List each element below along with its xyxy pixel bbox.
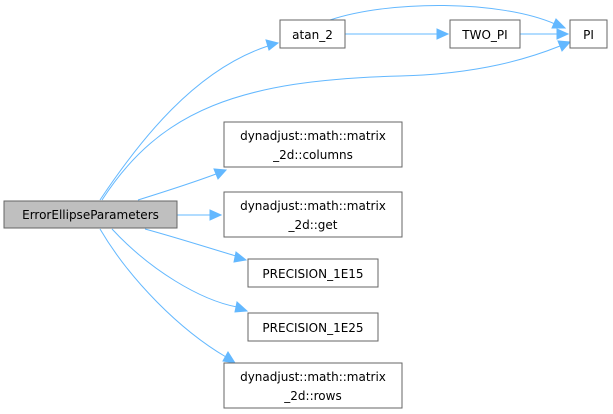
edge-root-to-atan2 bbox=[99, 39, 280, 201]
node-matrix-2d-get[interactable]: dynadjust::math::matrix _2d::get bbox=[223, 191, 403, 238]
node-matrix-2d-rows[interactable]: dynadjust::math::matrix _2d::rows bbox=[223, 362, 403, 409]
node-label-line-1: dynadjust::math::matrix bbox=[240, 199, 386, 213]
node-precision-1e15[interactable]: PRECISION_1E15 bbox=[247, 258, 379, 288]
node-label: PRECISION_1E15 bbox=[262, 267, 363, 281]
node-label-line-1: dynadjust::math::matrix bbox=[240, 370, 386, 384]
node-two-pi[interactable]: TWO_PI bbox=[449, 19, 521, 49]
node-label: atan_2 bbox=[292, 28, 333, 42]
node-label-line-1: dynadjust::math::matrix bbox=[240, 129, 386, 143]
node-label: PI bbox=[583, 28, 594, 42]
node-pi[interactable]: PI bbox=[569, 19, 608, 49]
node-precision-1e25[interactable]: PRECISION_1E25 bbox=[247, 312, 379, 342]
node-atan-2[interactable]: atan_2 bbox=[279, 19, 346, 49]
node-label-line-2: _2d::columns bbox=[272, 148, 353, 162]
node-matrix-2d-columns[interactable]: dynadjust::math::matrix _2d::columns bbox=[223, 121, 403, 168]
edge-root-to-prec25 bbox=[111, 228, 249, 313]
edge-two-pi-to-pi bbox=[520, 28, 570, 40]
node-error-ellipse-parameters[interactable]: ErrorEllipseParameters bbox=[3, 200, 178, 229]
edge-atan2-to-pi bbox=[329, 5, 567, 29]
node-label-line-2: _2d::get bbox=[287, 218, 337, 232]
node-label: PRECISION_1E25 bbox=[262, 321, 363, 335]
edge-root-to-get bbox=[177, 209, 223, 221]
edge-root-to-columns bbox=[137, 168, 228, 201]
node-label: ErrorEllipseParameters bbox=[22, 208, 159, 222]
edge-root-to-prec15 bbox=[144, 228, 248, 263]
node-label: TWO_PI bbox=[461, 28, 507, 42]
edge-root-to-pi bbox=[101, 40, 572, 201]
edge-atan2-to-two-pi bbox=[345, 28, 450, 40]
edge-root-to-rows bbox=[99, 228, 237, 364]
node-label-line-2: _2d::rows bbox=[283, 389, 341, 403]
edges bbox=[99, 5, 572, 364]
